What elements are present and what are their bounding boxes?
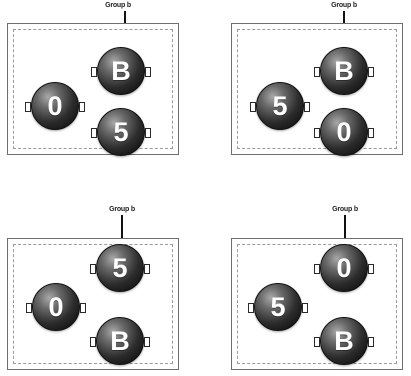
node-label: 0: [336, 116, 352, 147]
node-top: 0: [314, 244, 374, 292]
panel-inner-frame: [13, 29, 173, 149]
group-label: Group b: [332, 206, 358, 213]
group-connector-line: [344, 215, 346, 247]
node-bottom: 5: [91, 108, 151, 156]
node-bottom: B: [90, 317, 150, 365]
node-left: 0: [26, 283, 86, 331]
node-top: B: [91, 47, 151, 95]
node-left: 0: [25, 82, 85, 130]
panel-inner-frame: [237, 29, 397, 149]
node-label: 0: [47, 90, 63, 121]
node-bottom: B: [314, 317, 374, 365]
node-label: 5: [113, 116, 129, 147]
group-connector-line: [121, 215, 123, 247]
node-label: B: [334, 325, 354, 356]
node-top: B: [314, 47, 374, 95]
node-label: 0: [336, 252, 352, 283]
node-label: 5: [112, 252, 128, 283]
diagram-panel-2: B 5 0: [231, 23, 403, 156]
node-left: 5: [250, 82, 310, 130]
node-label: B: [110, 325, 130, 356]
node-label: B: [334, 55, 354, 86]
node-label: B: [111, 55, 131, 86]
node-top: 5: [90, 244, 150, 292]
diagram-panel-3: 5 0 B: [7, 238, 179, 370]
group-label: Group b: [105, 2, 131, 9]
node-label: 5: [270, 291, 286, 322]
node-label: 0: [48, 291, 64, 322]
group-label: Group b: [109, 206, 135, 213]
diagram-panel-4: 0 5 B: [231, 238, 403, 370]
panel-inner-frame: [13, 244, 173, 364]
group-label: Group b: [331, 2, 357, 9]
node-left: 5: [248, 283, 308, 331]
panel-inner-frame: [237, 244, 397, 364]
node-bottom: 0: [314, 108, 374, 156]
node-label: 5: [272, 90, 288, 121]
diagram-panel-1: B 0 5: [7, 23, 179, 156]
